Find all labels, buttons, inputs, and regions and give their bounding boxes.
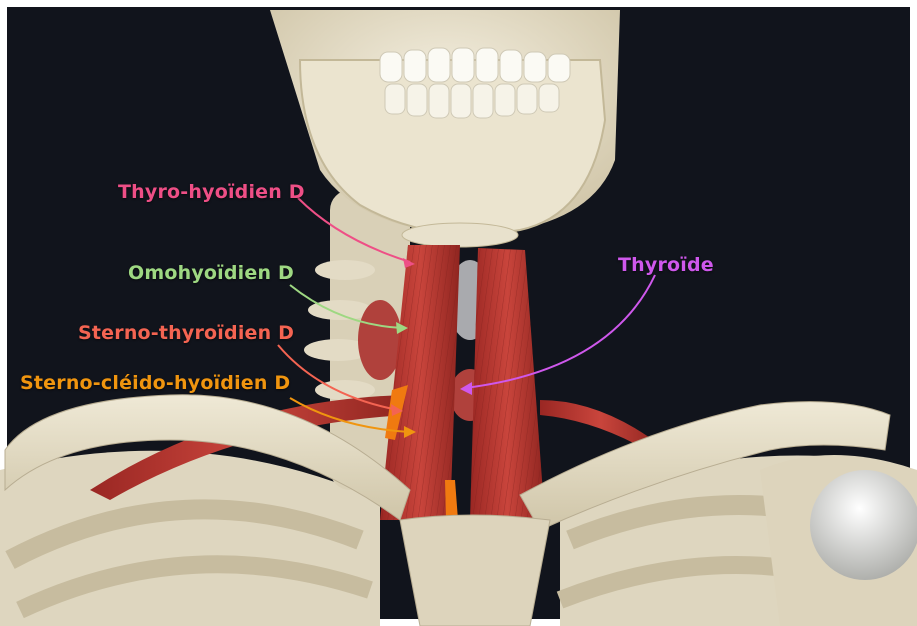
label-thyroid: Thyroïde [618,254,714,276]
label-thyro-hyoid: Thyro-hyoïdien D [118,181,305,203]
hyoid-bone [402,223,518,247]
thyroid-gland-left-lobe [358,300,402,380]
humerus-head [810,470,917,580]
label-sternothyroid: Sterno-thyroïdien D [78,322,294,344]
vertebra-process-1 [315,260,375,280]
label-omohyoid: Omohyoïdien D [128,262,294,284]
label-sternohyoid: Sterno-cléido-hyoïdien D [20,372,290,394]
manubrium [400,515,550,626]
